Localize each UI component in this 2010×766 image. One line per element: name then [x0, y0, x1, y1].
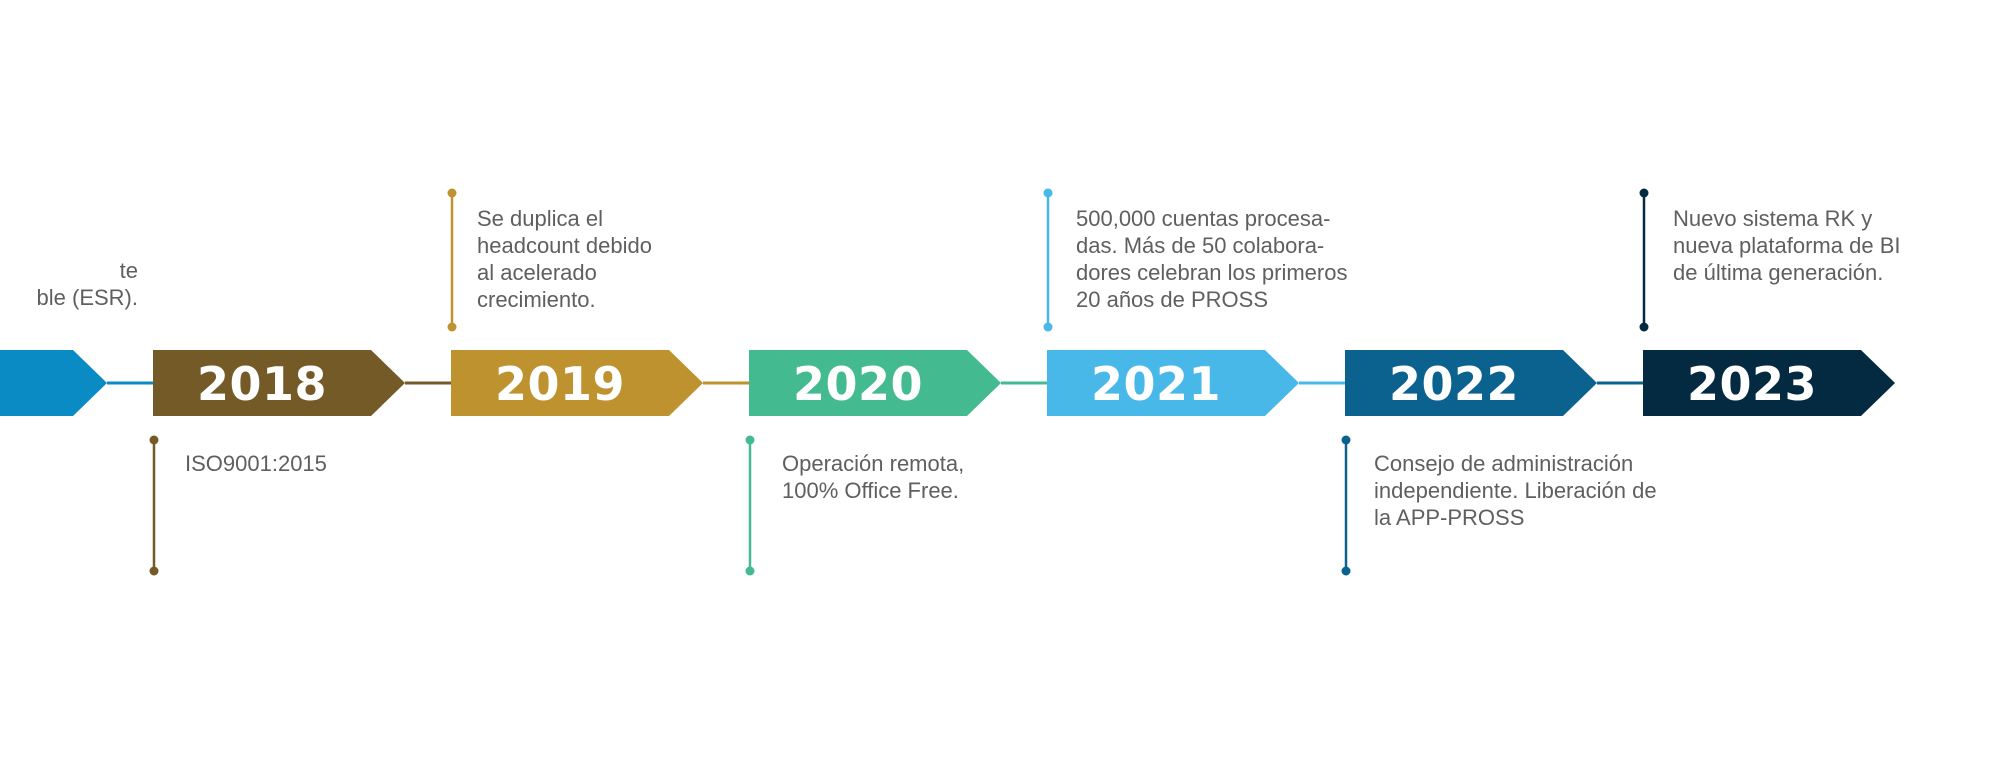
stem-dot-end-2020	[745, 566, 755, 576]
milestone-year-2021: 2021	[1090, 357, 1222, 411]
milestone-note-2021: 500,000 cuentas procesa- das. Más de 50 …	[1076, 206, 1348, 312]
stem-dot-start-2019	[447, 188, 457, 198]
stem-dot-start-2020	[745, 435, 755, 445]
arrow-2023	[1643, 350, 1895, 416]
arrow-2022	[1345, 350, 1597, 416]
milestone-note-2019: Se duplica el headcount debido al aceler…	[477, 206, 652, 312]
arrow-2020	[749, 350, 1001, 416]
arrow-2021	[1047, 350, 1299, 416]
stem-dot-start-2018	[149, 435, 159, 445]
milestone-note-2018: ISO9001:2015	[185, 451, 327, 476]
stem-dot-end-2019	[447, 322, 457, 332]
stem-dot-start-2022	[1341, 435, 1351, 445]
stem-dot-start-2023	[1639, 188, 1649, 198]
arrow-2019	[451, 350, 703, 416]
milestone-year-2020: 2020	[792, 357, 924, 411]
stem-dot-end-2021	[1043, 322, 1053, 332]
milestone-year-2022: 2022	[1388, 357, 1520, 411]
milestone-year-2019: 2019	[494, 357, 626, 411]
milestone-year-2018: 2018	[196, 357, 328, 411]
milestone-year-2023: 2023	[1686, 357, 1818, 411]
stem-dot-end-2018	[149, 566, 159, 576]
milestone-note-2023: Nuevo sistema RK y nueva plataforma de B…	[1673, 206, 1901, 285]
milestone-note-2020: Operación remota, 100% Office Free.	[782, 451, 965, 503]
arrow-2018	[153, 350, 405, 416]
stem-dot-end-2022	[1341, 566, 1351, 576]
milestone-year-2017: 5	[0, 352, 10, 416]
milestone-note-2022: Consejo de administración independiente.…	[1374, 451, 1657, 530]
arrow-2017	[0, 350, 107, 416]
stem-dot-start-2021	[1043, 188, 1053, 198]
stem-dot-end-2023	[1639, 322, 1649, 332]
